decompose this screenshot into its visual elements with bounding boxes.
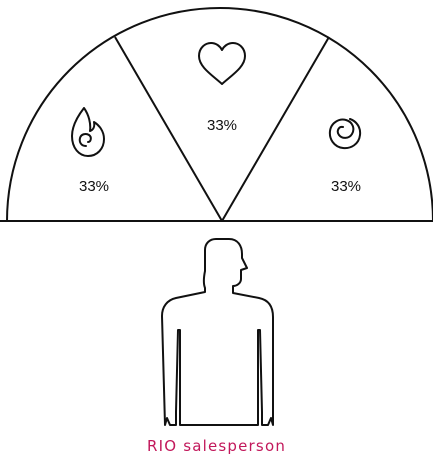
segment-middle: 33%	[199, 43, 245, 134]
flame-spiral-icon	[72, 108, 104, 156]
diagram-caption: RIO salesperson	[0, 437, 433, 455]
segment-right: 33%	[330, 119, 361, 195]
segment-left: 33%	[72, 108, 109, 195]
segment-right-percent: 33%	[331, 178, 361, 195]
divider-right	[222, 37, 329, 221]
person-outline-icon	[162, 239, 273, 425]
spiral-icon	[330, 119, 360, 148]
segment-left-percent: 33%	[79, 178, 109, 195]
segment-middle-percent: 33%	[207, 117, 237, 134]
heart-icon	[199, 43, 245, 84]
divider-left	[115, 37, 222, 221]
gauge	[0, 8, 433, 221]
gauge-arc	[7, 8, 433, 221]
